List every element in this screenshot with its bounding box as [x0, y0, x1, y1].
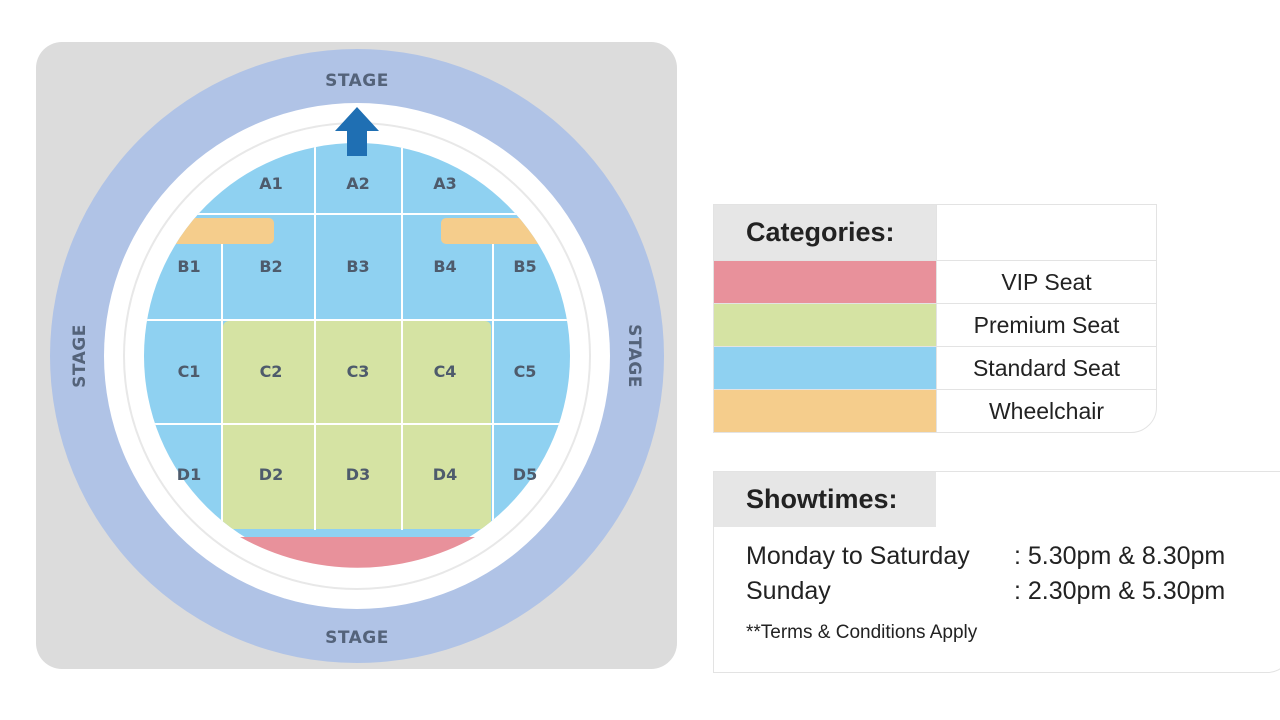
section-a2[interactable]: A2: [346, 174, 370, 193]
stage-label-right: STAGE: [624, 324, 644, 388]
showtime-day-sunday: Sunday: [746, 577, 831, 605]
section-b3[interactable]: B3: [346, 257, 369, 276]
section-a1[interactable]: A1: [259, 174, 283, 193]
section-d2[interactable]: D2: [259, 465, 283, 484]
categories-header-blank: [936, 205, 1156, 260]
section-c1[interactable]: C1: [178, 362, 201, 381]
stage-direction-arrow: [335, 107, 379, 156]
section-b4[interactable]: B4: [433, 257, 456, 276]
stage-label-top: STAGE: [325, 71, 389, 91]
section-b5[interactable]: B5: [513, 257, 536, 276]
legend-row-wheelchair: Wheelchair: [714, 390, 1156, 432]
seating-area: [144, 143, 570, 540]
vip-seating[interactable]: [240, 537, 475, 568]
wheelchair-left[interactable]: [172, 218, 274, 244]
legend-label-vip: VIP Seat: [936, 261, 1156, 303]
legend-swatch-vip: [714, 261, 936, 303]
showtimes-panel: Showtimes: Monday to Saturday : 5.30pm &…: [713, 471, 1280, 673]
legend-label-standard: Standard Seat: [936, 347, 1156, 389]
legend-swatch-standard: [714, 347, 936, 389]
legend-row-vip: VIP Seat: [714, 261, 1156, 304]
terms-note[interactable]: **Terms & Conditions Apply: [746, 622, 978, 643]
section-d3[interactable]: D3: [346, 465, 370, 484]
legend-swatch-wheelchair: [714, 390, 936, 432]
stage-label-bottom: STAGE: [325, 628, 389, 648]
section-d4[interactable]: D4: [433, 465, 457, 484]
legend-row-standard: Standard Seat: [714, 347, 1156, 390]
section-d1[interactable]: D1: [177, 465, 201, 484]
categories-legend: Categories: VIP Seat Premium Seat Standa…: [713, 204, 1157, 433]
showtime-time-sunday: : 2.30pm & 5.30pm: [1014, 577, 1226, 605]
section-b2[interactable]: B2: [259, 257, 282, 276]
section-a3[interactable]: A3: [433, 174, 457, 193]
stage-label-left: STAGE: [70, 324, 90, 388]
section-b1[interactable]: B1: [177, 257, 200, 276]
wheelchair-right[interactable]: [441, 218, 551, 244]
legend-label-wheelchair: Wheelchair: [936, 390, 1156, 432]
categories-header: Categories:: [714, 205, 1156, 261]
seat-map: STAGE STAGE STAGE STAGE A1 A2 A3 B1 B2 B…: [36, 42, 677, 669]
categories-title: Categories:: [714, 205, 936, 260]
showtime-day-weekday: Monday to Saturday: [746, 542, 970, 570]
legend-row-premium: Premium Seat: [714, 304, 1156, 347]
section-c4[interactable]: C4: [434, 362, 457, 381]
section-c3[interactable]: C3: [347, 362, 370, 381]
showtime-time-weekday: : 5.30pm & 8.30pm: [1014, 542, 1226, 570]
legend-swatch-premium: [714, 304, 936, 346]
section-c2[interactable]: C2: [260, 362, 283, 381]
showtimes-title: Showtimes:: [714, 472, 936, 527]
legend-label-premium: Premium Seat: [936, 304, 1156, 346]
section-d5[interactable]: D5: [513, 465, 537, 484]
section-c5[interactable]: C5: [514, 362, 537, 381]
